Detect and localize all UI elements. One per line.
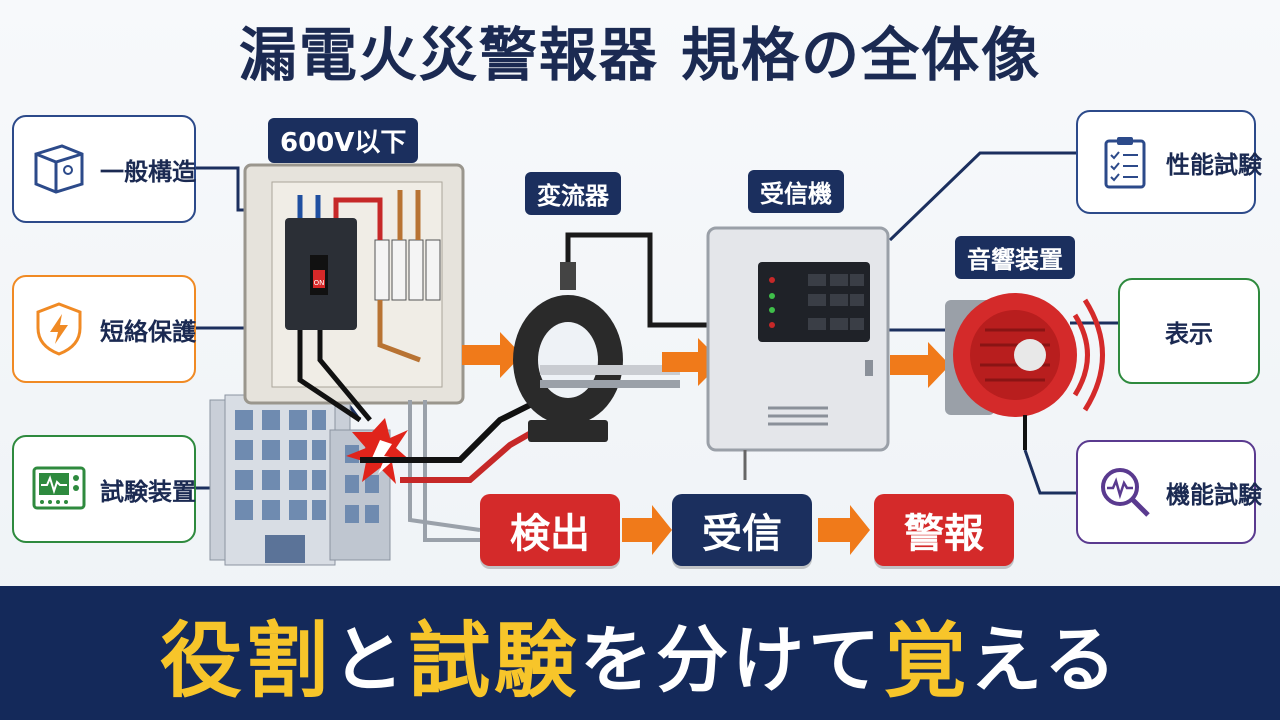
flow-step-alarm: 警報: [874, 494, 1014, 566]
shield-bolt-icon: [36, 302, 82, 356]
oscilloscope-icon: [32, 466, 86, 510]
card-label-function-test: 機能試験: [1166, 480, 1262, 509]
leak-wires: [360, 397, 547, 483]
card-test-equipment: 試験装置: [12, 435, 196, 543]
right-connector-lines: [880, 151, 1118, 495]
magnifier-wave-icon: [1101, 468, 1150, 517]
card-display: 表示: [1118, 278, 1260, 384]
banner-text-remember-kana: える: [970, 617, 1120, 702]
bottom-banner: 役割 と 試験 を分けて 覚 える: [0, 586, 1280, 720]
checklist-icon: [1104, 137, 1146, 189]
box-structure-icon: [34, 144, 84, 194]
tag-receiver: 受信機: [748, 170, 844, 213]
breaker-on-label: ON: [314, 279, 325, 287]
page-title: 漏電火災警報器 規格の全体像: [238, 21, 1042, 89]
arrow-receiver-to-alarm: [890, 342, 950, 388]
building-illustration: [209, 394, 391, 566]
banner-text-remember-kanji: 覚: [884, 613, 971, 709]
card-general-structure: 一般構造: [12, 115, 196, 223]
illustration-scene: ON: [195, 151, 1118, 566]
card-label-general-structure: 一般構造: [100, 157, 196, 186]
card-label-display: 表示: [1165, 319, 1213, 348]
card-label-performance-test: 性能試験: [1166, 150, 1262, 179]
card-performance-test: 性能試験: [1076, 110, 1262, 214]
banner-text-test: 試験: [408, 613, 581, 709]
tag-current-transformer: 変流器: [525, 172, 621, 215]
card-label-short-circuit: 短絡保護: [100, 317, 196, 346]
flow-step-receive: 受信: [672, 494, 812, 566]
card-function-test: 機能試験: [1076, 440, 1262, 544]
flow-arrows: [622, 505, 870, 555]
receiver-unit: [706, 226, 890, 480]
card-label-test-equipment: 試験装置: [100, 477, 196, 506]
banner-text-role: 役割: [160, 613, 333, 709]
alarm-bell: [945, 293, 1105, 450]
banner-text-and: と: [332, 617, 409, 702]
flow-step-detect: 検出: [480, 494, 620, 566]
arrow-panel-to-ct: [462, 332, 522, 378]
tag-alarm-device: 音響装置: [955, 236, 1075, 279]
current-transformer: [513, 232, 715, 442]
tag-voltage: 600V以下: [268, 118, 419, 163]
card-short-circuit: 短絡保護: [12, 275, 196, 383]
distribution-panel: ON: [243, 163, 481, 542]
banner-text-separate: を分けて: [580, 617, 885, 702]
